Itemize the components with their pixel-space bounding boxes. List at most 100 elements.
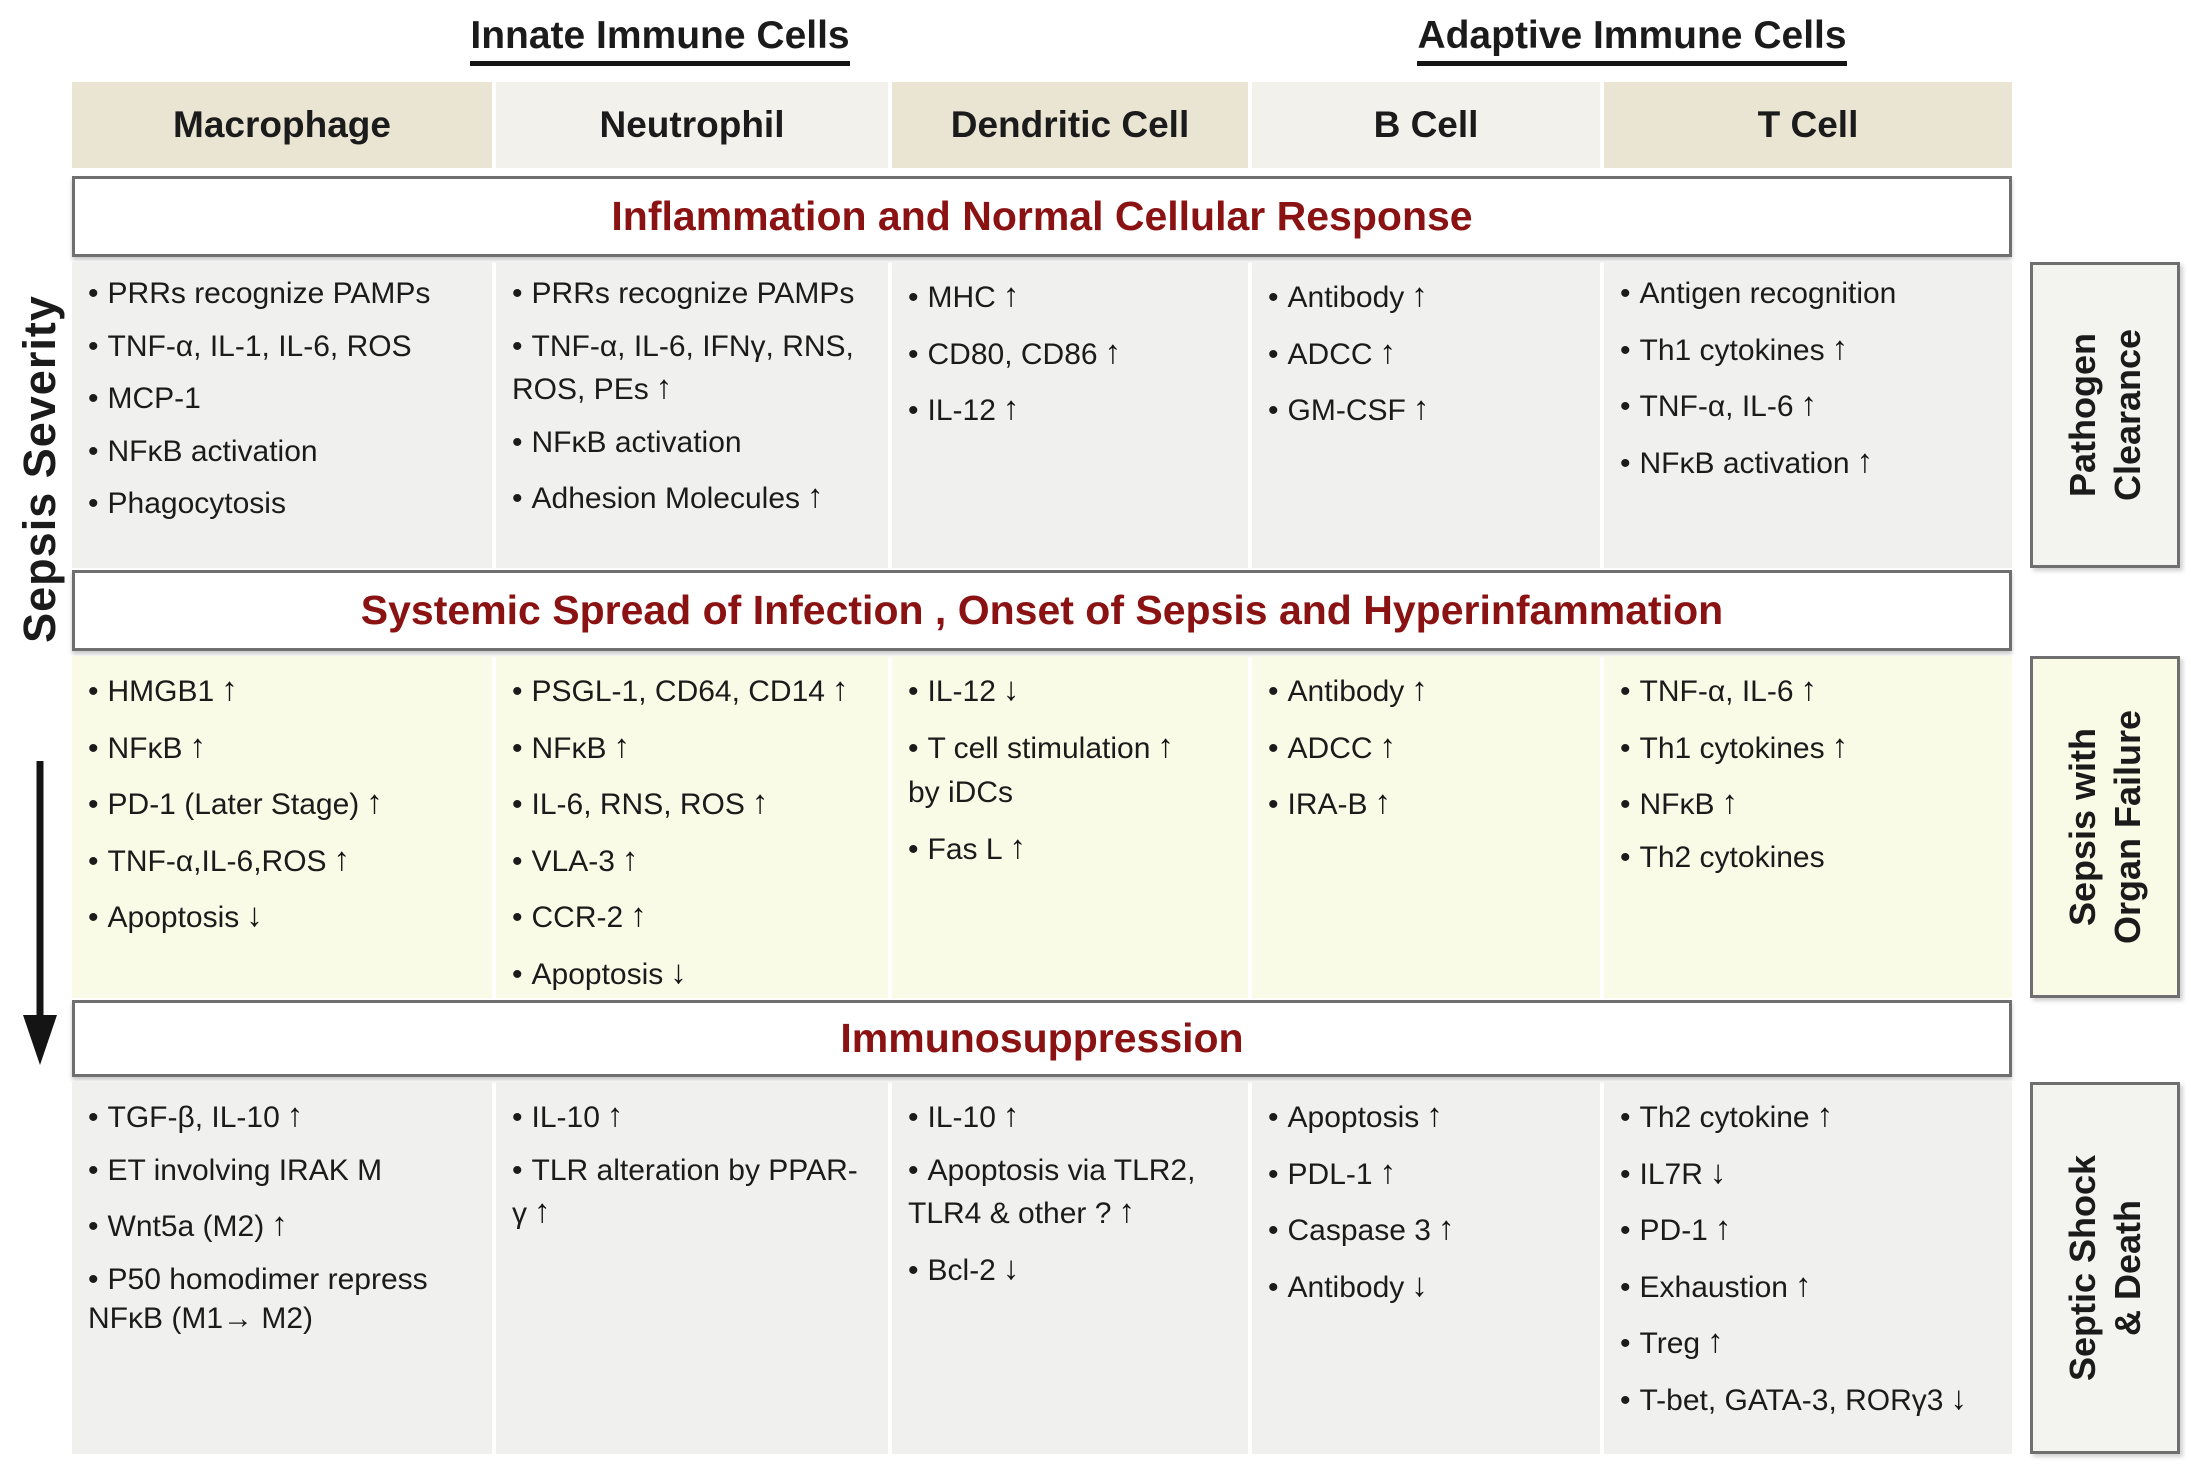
bullet-icon: • bbox=[88, 329, 99, 363]
list-item: •Phagocytosis bbox=[88, 484, 484, 524]
bullet-icon: • bbox=[512, 329, 523, 363]
up-arrow-icon: ↑ bbox=[1118, 1192, 1135, 1230]
up-arrow-icon: ↑ bbox=[271, 1205, 288, 1243]
down-arrow-icon: ↓ bbox=[1709, 1152, 1727, 1190]
list-item-text: Exhaustion bbox=[1639, 1270, 1788, 1304]
bullet-icon: • bbox=[1620, 788, 1631, 822]
bullet-icon: • bbox=[88, 1210, 99, 1244]
stage-label-line: Clearance bbox=[2107, 328, 2148, 502]
up-arrow-icon: ↑ bbox=[1856, 441, 1874, 479]
up-arrow-icon: ↑ bbox=[333, 839, 351, 877]
up-arrow-icon: ↑ bbox=[1707, 1322, 1724, 1360]
up-arrow-icon: ↑ bbox=[1002, 389, 1020, 427]
list-item-text: Adhesion Molecules bbox=[531, 482, 801, 516]
up-arrow-icon: ↑ bbox=[1104, 332, 1122, 370]
up-arrow-icon: ↑ bbox=[1379, 332, 1397, 370]
list-item: •IL-6, RNS, ROS↑ bbox=[512, 781, 880, 825]
bullet-icon: • bbox=[1268, 394, 1279, 428]
list-item: •Apoptosis↓ bbox=[512, 951, 880, 995]
bullet-icon: • bbox=[88, 1153, 99, 1187]
up-arrow-icon: ↑ bbox=[751, 783, 769, 821]
list-item-text: VLA-3 bbox=[531, 844, 615, 878]
bullet-icon: • bbox=[1620, 277, 1631, 310]
column-header-t-cell: T Cell bbox=[1604, 82, 2012, 168]
bullet-icon: • bbox=[512, 277, 523, 310]
list-item: •PD-1 (Later Stage)↑ bbox=[88, 781, 484, 825]
list-item: •P50 homodimer repress NFκB (M1→ M2) bbox=[88, 1260, 484, 1339]
up-arrow-icon: ↑ bbox=[831, 670, 849, 707]
list-item: •Th1 cytokines↑ bbox=[1620, 327, 2004, 371]
bullet-icon: • bbox=[88, 675, 99, 708]
bullet-icon: • bbox=[1620, 675, 1631, 708]
column-header-macrophage: Macrophage bbox=[72, 82, 492, 168]
up-arrow-icon: ↑ bbox=[1374, 783, 1392, 821]
list-item-text: IRA-B bbox=[1287, 788, 1368, 822]
list-item-text: Wnt5a (M2) bbox=[107, 1210, 265, 1244]
bullet-icon: • bbox=[1620, 390, 1631, 424]
cell-systemic-spread-neutrophil: •PSGL-1, CD64, CD14↑•NFκB↑•IL-6, RNS, RO… bbox=[496, 656, 888, 998]
cell-immunosuppression-b-cell: •Apoptosis↑•PDL-1↑•Caspase 3↑•Antibody↓ bbox=[1252, 1082, 1600, 1454]
up-arrow-icon: ↑ bbox=[613, 726, 631, 764]
bullet-icon: • bbox=[1620, 840, 1631, 874]
bullet-icon: • bbox=[1268, 1101, 1279, 1134]
bullet-icon: • bbox=[88, 731, 99, 765]
list-item: •NFκB↑ bbox=[1620, 781, 2004, 825]
sepsis-severity-label-wrap: Sepsis Severity bbox=[12, 234, 68, 704]
list-item-text: PRRs recognize PAMPs bbox=[107, 277, 431, 310]
list-item-text: GM-CSF bbox=[1287, 394, 1406, 428]
bullet-icon: • bbox=[1268, 1157, 1279, 1191]
sepsis-severity-down-arrow-icon bbox=[23, 761, 57, 1065]
group-title-adaptive-label: Adaptive Immune Cells bbox=[1417, 14, 1847, 66]
list-item-text: IL7R bbox=[1639, 1157, 1703, 1191]
list-item-text: IL-10 bbox=[927, 1101, 996, 1134]
list-item-text: Bcl-2 bbox=[927, 1253, 996, 1287]
list-item-text: MCP-1 bbox=[107, 382, 201, 416]
up-arrow-icon: ↑ bbox=[621, 839, 639, 877]
list-item: •Th2 cytokine↑ bbox=[1620, 1094, 2004, 1138]
bullet-icon: • bbox=[1268, 788, 1279, 822]
up-arrow-icon: ↑ bbox=[807, 477, 824, 515]
list-item-text: T-bet, GATA-3, RORγ3 bbox=[1639, 1383, 1944, 1417]
cell-systemic-spread-t-cell: •TNF-α, IL-6↑•Th1 cytokines↑•NFκB↑•Th2 c… bbox=[1604, 656, 2012, 998]
bullet-icon: • bbox=[908, 337, 919, 371]
up-arrow-icon: ↑ bbox=[655, 368, 673, 406]
list-item-text: T cell stimulation bbox=[927, 731, 1151, 765]
list-item-text: TNF-α, IL-6 bbox=[1639, 390, 1794, 424]
list-item: •T cell stimulation↑ bbox=[908, 725, 1240, 769]
list-item: •Antibody↑ bbox=[1268, 274, 1592, 318]
column-header-dendritic-cell: Dendritic Cell bbox=[892, 82, 1248, 168]
band-title-systemic-spread: Systemic Spread of Infection , Onset of … bbox=[72, 570, 2012, 651]
list-item-text: IL-12 bbox=[927, 675, 996, 708]
bullet-icon: • bbox=[88, 1101, 99, 1134]
column-header-b-cell: B Cell bbox=[1252, 82, 1600, 168]
bullet-icon: • bbox=[1268, 731, 1279, 765]
list-item: •Antigen recognition bbox=[1620, 274, 2004, 314]
stage-label-line: Sepsis with bbox=[2062, 727, 2103, 927]
down-arrow-icon: ↓ bbox=[246, 896, 263, 934]
stage-label-immunosuppression: Septic Shock& Death bbox=[2030, 1082, 2180, 1454]
bullet-icon: • bbox=[1620, 1157, 1631, 1191]
list-item-text: NFκB activation bbox=[1639, 446, 1850, 480]
list-item: •T-bet, GATA-3, RORγ3↓ bbox=[1620, 1377, 2004, 1421]
bullet-icon: • bbox=[1620, 731, 1631, 765]
list-item-text: Apoptosis bbox=[1287, 1101, 1420, 1134]
up-arrow-icon: ↑ bbox=[1831, 726, 1849, 764]
bullet-icon: • bbox=[1268, 1270, 1279, 1304]
bullet-icon: • bbox=[88, 1262, 99, 1296]
list-item-text: Fas L bbox=[927, 832, 1003, 866]
bullet-icon: • bbox=[512, 901, 523, 935]
list-item: by iDCs bbox=[908, 773, 1240, 813]
bullet-icon: • bbox=[908, 731, 919, 765]
list-item: •MHC↑ bbox=[908, 274, 1240, 318]
up-arrow-icon: ↑ bbox=[221, 670, 238, 707]
bullet-icon: • bbox=[1268, 1214, 1279, 1248]
stage-label-line: Pathogen bbox=[2062, 332, 2103, 498]
cell-inflammation-macrophage: •PRRs recognize PAMPs•TNF-α, IL-1, IL-6,… bbox=[72, 262, 492, 568]
cell-systemic-spread-macrophage: •HMGB1↑•NFκB↑•PD-1 (Later Stage)↑•TNF-α,… bbox=[72, 656, 492, 998]
up-arrow-icon: ↑ bbox=[1800, 385, 1818, 423]
list-item: •IRA-B↑ bbox=[1268, 781, 1592, 825]
list-item: •IL-12↑ bbox=[908, 387, 1240, 431]
list-item-text: IL-10 bbox=[531, 1101, 600, 1134]
